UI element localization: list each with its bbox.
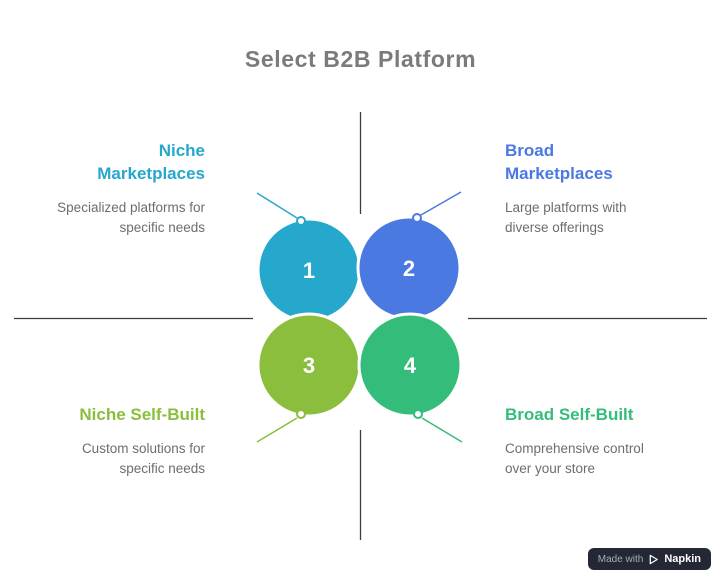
connector-dot-broad-self-built <box>413 409 423 419</box>
badge-prefix: Made with <box>597 553 644 565</box>
label-niche-marketplaces: Niche Marketplaces Specialized platforms… <box>25 140 205 238</box>
napkin-logo-icon <box>648 554 659 565</box>
made-with-napkin-badge[interactable]: Made with Napkin <box>587 548 711 570</box>
heading-line: Marketplaces <box>97 163 205 183</box>
circle-number-2: 2 <box>403 256 415 281</box>
connector-dot-broad-marketplaces <box>412 213 422 223</box>
connector-dot-niche-marketplaces <box>296 216 306 226</box>
page-title: Select B2B Platform <box>244 46 477 72</box>
description-niche-self-built: Custom solutions for specific needs <box>81 440 205 477</box>
heading-niche-marketplaces: Niche Marketplaces <box>25 140 205 186</box>
heading-line: Broad <box>505 141 555 160</box>
label-niche-self-built: Niche Self-Built Custom solutions for sp… <box>25 404 205 479</box>
connector-line-niche-marketplaces <box>256 192 298 219</box>
connector-line-niche-self-built <box>256 417 298 443</box>
connector-line-broad-marketplaces <box>420 191 462 216</box>
heading-line: Niche <box>158 141 205 160</box>
heading-broad-self-built: Broad Self-Built <box>505 405 634 424</box>
description-broad-marketplaces: Large platforms with diverse offerings <box>505 199 627 236</box>
circle-broad-self-built <box>357 312 463 418</box>
circle-number-1: 1 <box>303 258 315 283</box>
heading-broad-marketplaces: Broad Marketplaces <box>505 140 700 186</box>
label-broad-self-built: Broad Self-Built Comprehensive control o… <box>505 404 705 479</box>
description-broad-self-built: Comprehensive control over your store <box>505 440 644 477</box>
circle-number-3: 3 <box>303 353 315 378</box>
heading-line: Marketplaces <box>505 163 613 183</box>
circle-number-4: 4 <box>404 353 417 378</box>
connector-line-broad-self-built <box>421 417 463 443</box>
badge-brand: Napkin <box>664 553 701 565</box>
heading-niche-self-built: Niche Self-Built <box>79 405 205 424</box>
label-broad-marketplaces: Broad Marketplaces Large platforms with … <box>505 140 700 238</box>
connector-dot-niche-self-built <box>296 409 306 419</box>
description-niche-marketplaces: Specialized platforms for specific needs <box>57 199 205 236</box>
